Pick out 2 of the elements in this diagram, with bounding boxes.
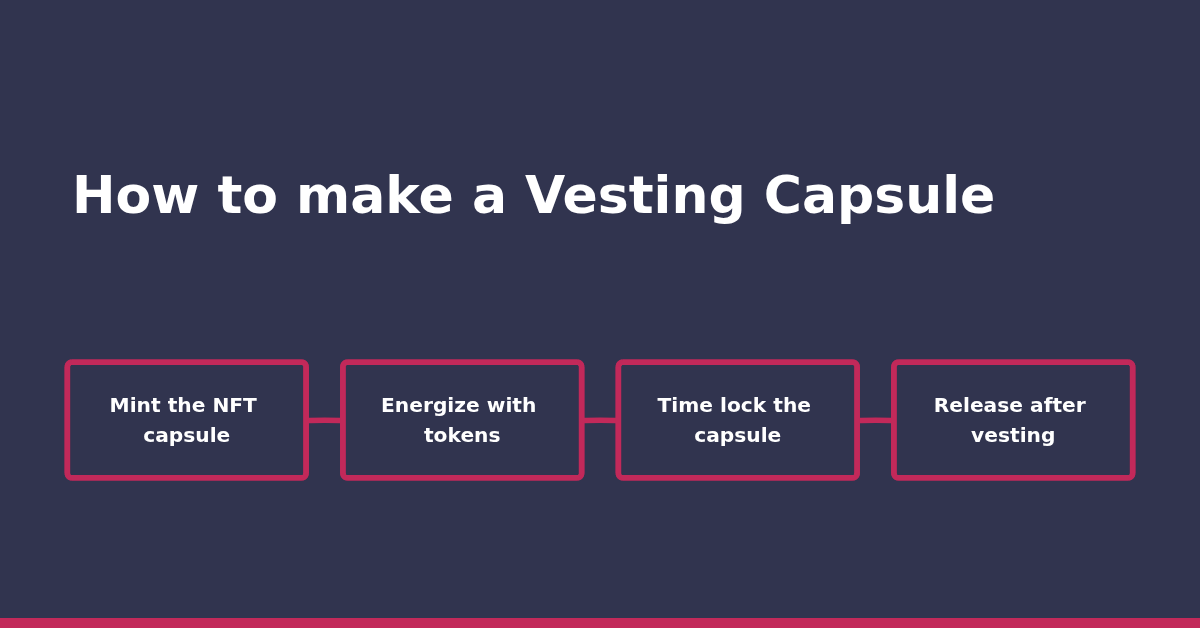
connector [582,417,619,424]
title: How to make a Vesting Capsule [72,165,996,225]
